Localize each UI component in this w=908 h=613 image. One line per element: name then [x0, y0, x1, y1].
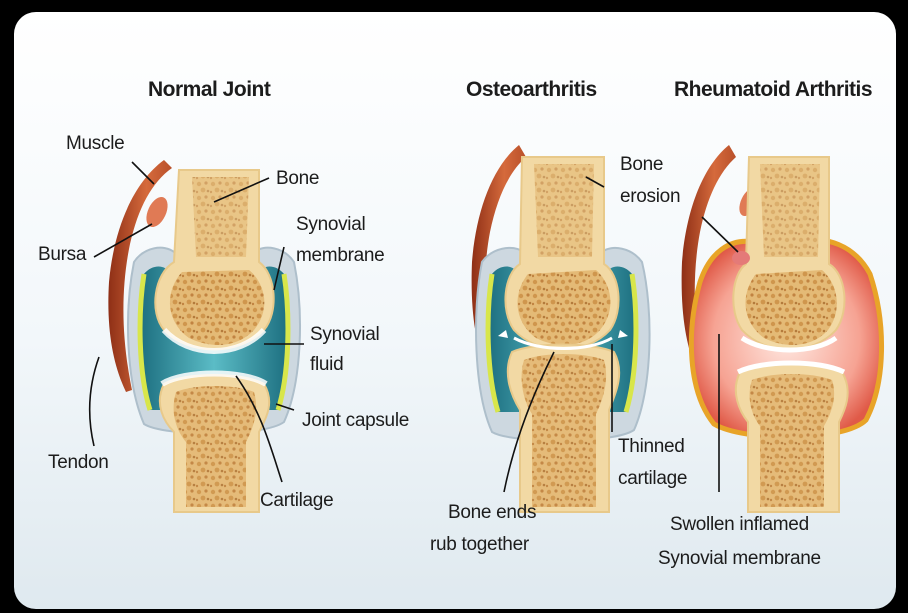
label-thinned-cartilage-line1: Thinned: [618, 436, 685, 457]
label-synovial-fluid-line1: Synovial: [310, 324, 379, 345]
joint-diagram: Normal Joint Osteoarthritis Rheumatoid A…: [14, 12, 896, 609]
label-bone: Bone: [276, 168, 319, 189]
label-synovial-membrane-line1: Synovial: [296, 214, 365, 235]
bursa-shape: [142, 194, 172, 231]
label-swollen-line1: Swollen inflamed: [670, 514, 809, 535]
normal-joint: [108, 160, 300, 512]
label-synovial-fluid-line2: fluid: [310, 354, 343, 375]
label-cartilage: Cartilage: [260, 490, 333, 511]
title-normal-joint: Normal Joint: [148, 78, 271, 101]
label-bursa: Bursa: [38, 244, 87, 265]
label-swollen-line2: Synovial membrane: [658, 548, 821, 569]
bone-erosion-shape: [732, 251, 750, 265]
diagram-frame: Normal Joint Osteoarthritis Rheumatoid A…: [14, 12, 896, 609]
title-rheumatoid-arthritis: Rheumatoid Arthritis: [674, 78, 872, 101]
label-bone-ends-line1: Bone ends: [448, 502, 536, 523]
label-muscle: Muscle: [66, 133, 124, 154]
label-thinned-cartilage-line2: cartilage: [618, 468, 687, 489]
label-tendon: Tendon: [48, 452, 109, 473]
label-joint-capsule: Joint capsule: [302, 410, 409, 431]
label-synovial-membrane-line2: membrane: [296, 245, 384, 266]
label-bone-erosion-line2: erosion: [620, 186, 680, 207]
label-bone-erosion-line1: Bone: [620, 154, 663, 175]
rheumatoid-joint: [682, 145, 882, 512]
label-bone-ends-line2: rub together: [430, 534, 530, 555]
title-osteoarthritis: Osteoarthritis: [466, 78, 597, 101]
